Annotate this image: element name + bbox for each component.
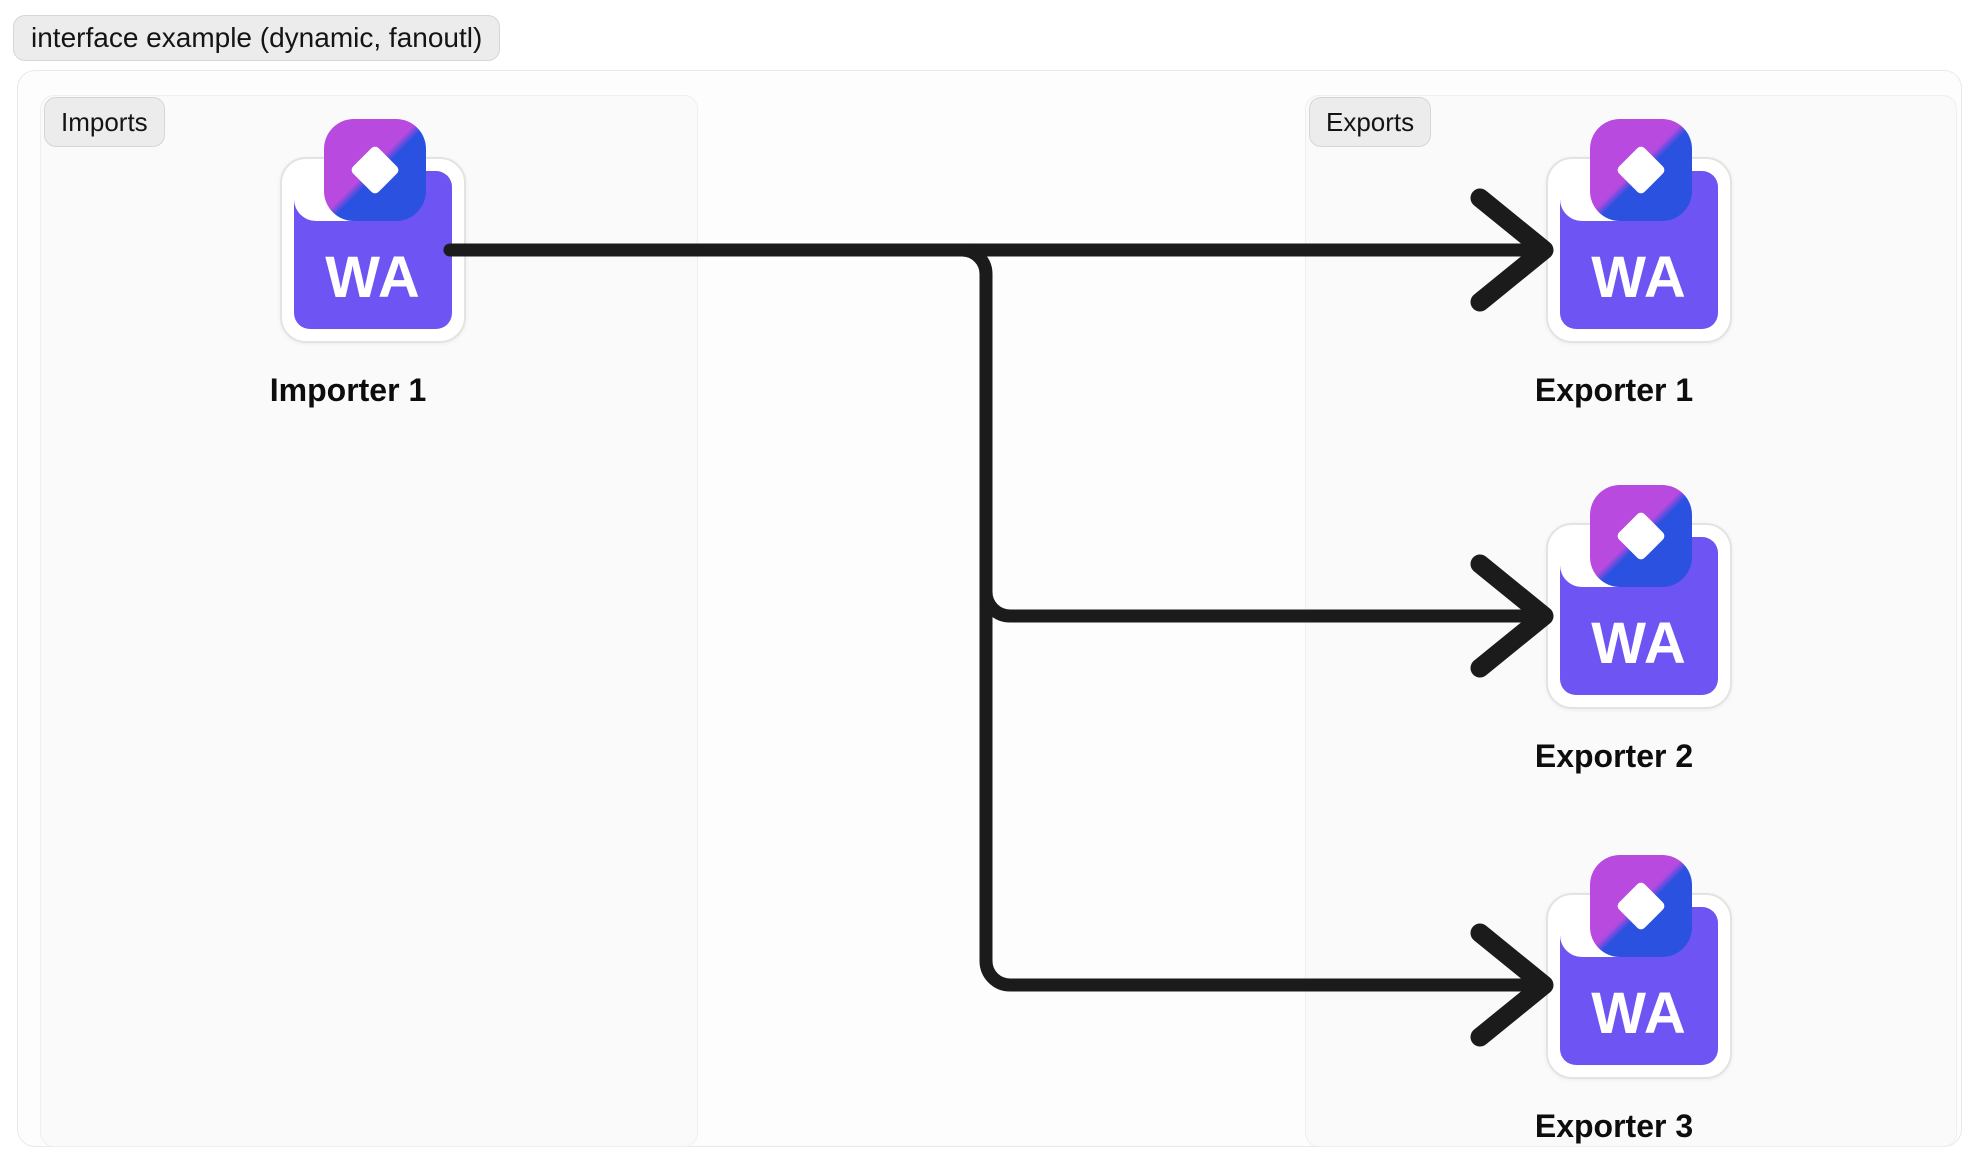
component-diamond-icon (1590, 119, 1692, 221)
component-diamond-icon (1590, 485, 1692, 587)
wasm-component-icon[interactable]: WA (280, 119, 466, 343)
wa-initials: WA (1591, 981, 1687, 1046)
node-exporter-1[interactable]: WA Exporter 1 (1535, 119, 1732, 408)
node-importer-1[interactable]: WA Importer 1 (270, 119, 466, 408)
node-label: Exporter 2 (1534, 738, 1694, 774)
wasm-component-icon[interactable]: WA (1546, 485, 1732, 709)
exports-badge: Exports (1309, 97, 1432, 147)
node-label: Importer 1 (269, 372, 427, 408)
node-label: Exporter 1 (1534, 372, 1694, 408)
diamond-center-icon (1615, 880, 1667, 932)
wa-initials: WA (1591, 245, 1687, 310)
imports-badge: Imports (44, 97, 165, 147)
wasm-component-icon[interactable]: WA (1546, 119, 1732, 343)
component-diamond-icon (1590, 855, 1692, 957)
diamond-center-icon (349, 144, 401, 196)
node-exporter-2[interactable]: WA Exporter 2 (1535, 485, 1732, 774)
component-diamond-icon (324, 119, 426, 221)
wa-initials: WA (325, 245, 421, 310)
diagram-title: interface example (dynamic, fanoutl) (13, 15, 501, 61)
node-label: Exporter 3 (1534, 1108, 1694, 1144)
wasm-component-icon[interactable]: WA (1546, 855, 1732, 1079)
diamond-center-icon (1615, 510, 1667, 562)
wa-initials: WA (1591, 611, 1687, 676)
node-exporter-3[interactable]: WA Exporter 3 (1535, 855, 1732, 1144)
diamond-center-icon (1615, 144, 1667, 196)
